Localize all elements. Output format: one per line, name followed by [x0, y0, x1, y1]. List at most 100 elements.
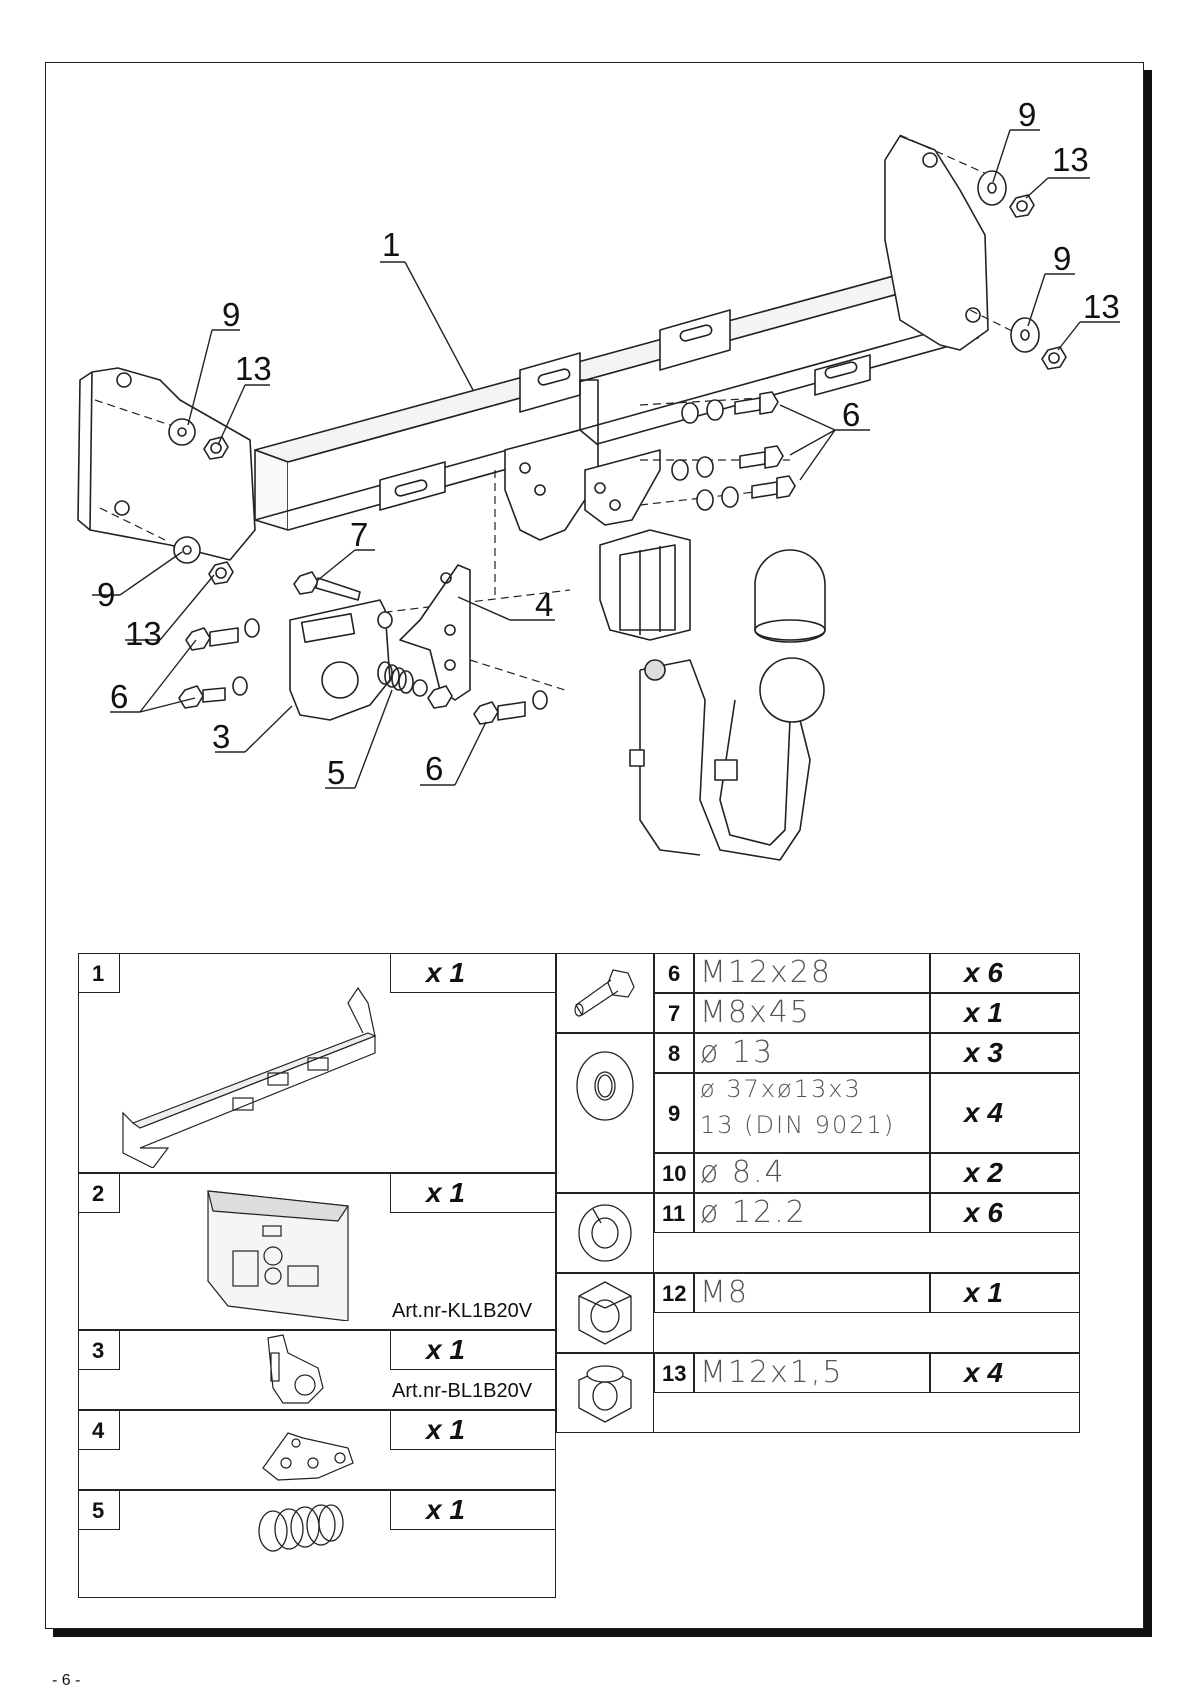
icon-cell: [556, 1273, 654, 1353]
part-spec-din: 13 (DIN 9021): [700, 1111, 896, 1139]
spec-cell: [694, 993, 930, 1033]
spec-number-cell: [654, 953, 694, 993]
bolts-right: [671, 391, 796, 511]
center-brackets: [504, 379, 661, 541]
spec-cell: [694, 1193, 930, 1233]
lock-nut-icon: [578, 1365, 632, 1423]
qty-cell: [390, 1330, 556, 1370]
callout-9: 9: [1053, 240, 1072, 277]
spec-number-cell: [654, 993, 694, 1033]
part-number: 6: [668, 961, 681, 986]
part-spec: ø 12.2: [700, 1195, 807, 1230]
part-row-3: [78, 1330, 556, 1410]
part-qty: x 1: [964, 1277, 1003, 1308]
part-number-cell: [78, 1330, 120, 1370]
part-spec: ø 37xø13x3: [700, 1075, 862, 1103]
icon-cell: [556, 1353, 654, 1433]
part-number: 3: [92, 1338, 105, 1363]
spec-cell: [694, 1073, 930, 1153]
icon-cell: [556, 953, 654, 1033]
qty-cell: [930, 1193, 1080, 1233]
part-number: 9: [668, 1101, 681, 1126]
icon-cell: [556, 1193, 654, 1273]
exploded-diagram: [77, 129, 1120, 861]
spec-cell: [694, 1353, 930, 1393]
callout-13: 13: [125, 615, 162, 652]
spring-icon: [258, 1504, 344, 1552]
part-qty: x 1: [426, 1177, 465, 1208]
part-number: 11: [662, 1201, 686, 1226]
callout-3: 3: [212, 718, 231, 755]
part-row-2: [78, 1173, 556, 1330]
spec-number-cell: [654, 1273, 694, 1313]
right-bracket: [884, 135, 989, 351]
bracket-icon: [262, 1432, 354, 1481]
callout-4: 4: [535, 586, 554, 623]
part-row-5: [78, 1490, 556, 1598]
callout-1: 1: [382, 226, 401, 263]
part-qty: x 4: [964, 1097, 1003, 1128]
part-spec: ø 8.4: [700, 1155, 786, 1190]
part-qty: x 3: [964, 1037, 1003, 1068]
qty-cell: [390, 1173, 556, 1213]
part-number: 10: [662, 1161, 687, 1186]
part-number: 13: [662, 1361, 687, 1386]
icon-cell: [556, 1033, 654, 1193]
socket-bracket: [399, 564, 471, 701]
qty-cell: [930, 953, 1080, 993]
part-number: 1: [92, 961, 105, 986]
part-qty: x 1: [964, 997, 1003, 1028]
part-qty: x 1: [426, 1494, 465, 1525]
qty-cell: [930, 993, 1080, 1033]
part-number-cell: [78, 1173, 120, 1213]
towball-neck: [629, 657, 825, 861]
part-spec: M12x28: [700, 955, 832, 990]
parts-table: 1 x 1 2 x 1 Art.nr-KL1B20V 3 x 1: [78, 953, 1123, 1598]
spec-cell: [694, 1033, 930, 1073]
part-spec: M12x1,5: [700, 1355, 844, 1390]
part-qty: x 1: [426, 1334, 465, 1365]
socket-plate: [289, 599, 391, 721]
spec-number-cell: [654, 1153, 694, 1193]
part-spec: M8: [700, 1275, 749, 1310]
wiring-kit-bag-icon: [207, 1190, 350, 1321]
bolts-left: [178, 571, 393, 709]
callout-9: 9: [1018, 96, 1037, 133]
qty-cell: [390, 953, 556, 993]
article-number: Art.nr-KL1B20V: [392, 1300, 533, 1322]
spec-number-cell: [654, 1033, 694, 1073]
ball-cap: [754, 549, 826, 643]
qty-cell: [930, 1353, 1080, 1393]
qty-cell: [930, 1073, 1080, 1153]
callout-7: 7: [350, 516, 369, 553]
part-qty: x 4: [964, 1357, 1003, 1388]
spec-number-cell: [654, 1193, 694, 1233]
page-number: - 6 -: [52, 1672, 81, 1689]
crossbar-tabs: [379, 309, 871, 511]
part-number-cell: [78, 1410, 120, 1450]
part-qty: x 1: [426, 1414, 465, 1445]
qty-cell: [930, 1273, 1080, 1313]
article-number: Art.nr-BL1B20V: [392, 1380, 533, 1402]
part-number-cell: [78, 1490, 120, 1530]
part-number: 2: [92, 1181, 105, 1206]
left-bracket: [77, 367, 256, 561]
part-qty: x 6: [964, 1197, 1003, 1228]
callout-5: 5: [327, 754, 346, 791]
part-number: 8: [668, 1041, 681, 1066]
receiver: [599, 529, 691, 641]
spec-cell: [694, 1153, 930, 1193]
callout-13: 13: [1083, 288, 1120, 325]
hex-nut-icon: [578, 1281, 632, 1345]
part-row-1: [78, 953, 556, 1173]
callout-13: 13: [1052, 141, 1089, 178]
callout-6: 6: [110, 678, 129, 715]
bolt-icon: [574, 969, 635, 1017]
qty-cell: [930, 1153, 1080, 1193]
part-row-4: [78, 1410, 556, 1490]
washer-icon: [576, 1051, 634, 1121]
spring: [377, 661, 453, 709]
part-spec: ø 13: [700, 1035, 775, 1070]
part-number: 5: [92, 1498, 105, 1523]
qty-cell: [390, 1490, 556, 1530]
